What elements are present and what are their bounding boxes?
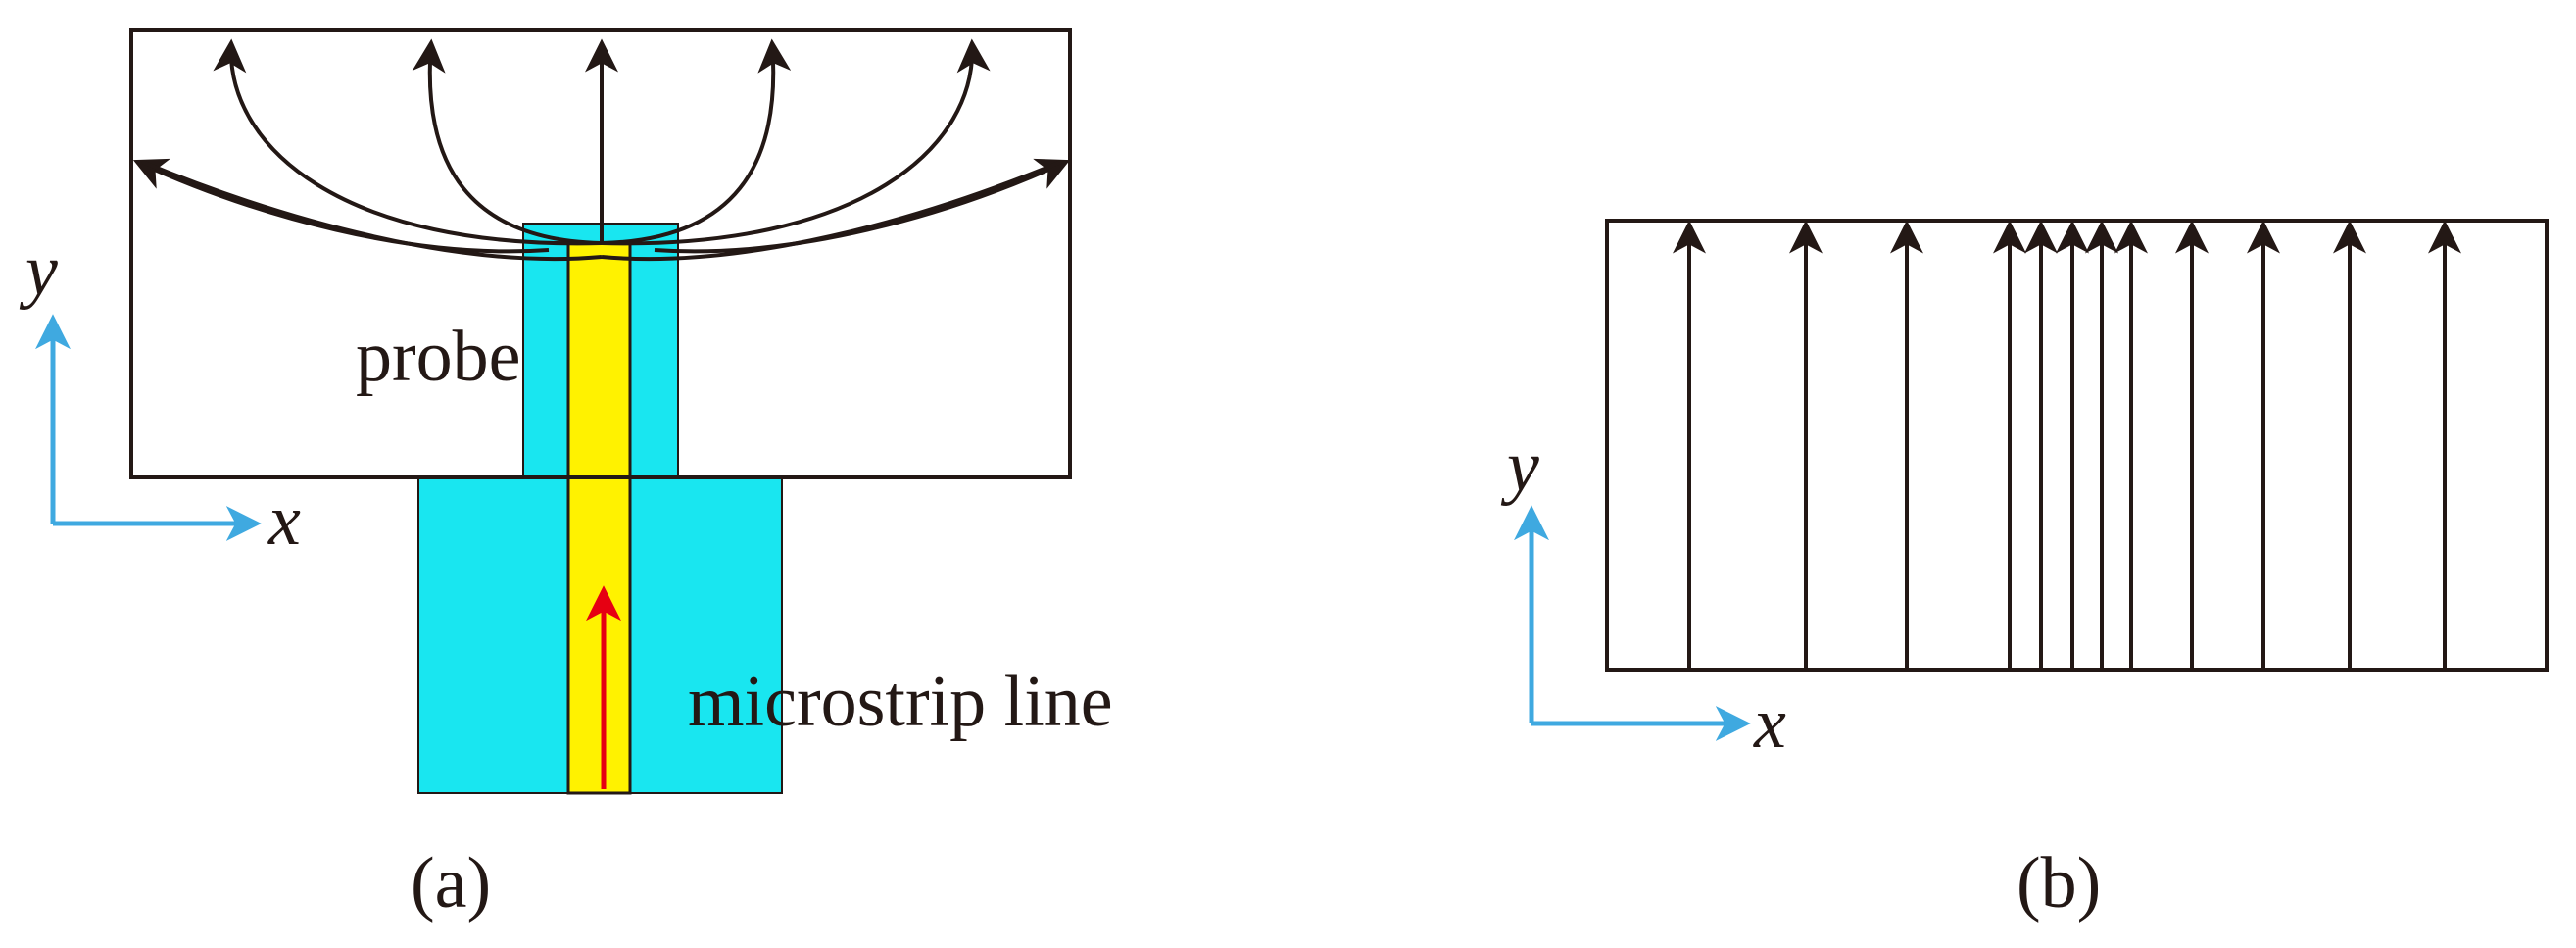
y-axis-label-b: y	[1500, 426, 1539, 507]
field-line-left-outer	[213, 38, 603, 246]
field-line-bottom-right	[601, 160, 1062, 261]
waveguide-box-a	[129, 28, 1072, 479]
panel-b: y x (b)	[1500, 219, 2549, 923]
field-lines-a	[132, 38, 1071, 261]
panel-a: probe microstrip line y x (a)	[19, 28, 1113, 923]
x-axis-label-b: x	[1753, 683, 1786, 764]
y-axis-label-a: y	[19, 230, 58, 311]
field-line-bottom-left	[141, 160, 603, 261]
x-axis-label-a: x	[267, 480, 301, 561]
probe-label: probe	[356, 317, 521, 397]
waveguide-box-b	[1605, 219, 2549, 672]
probe-conductor	[566, 241, 632, 795]
caption-b: (b)	[2017, 843, 2101, 923]
field-lines-b	[1673, 220, 2461, 670]
caption-a: (a)	[411, 843, 491, 923]
field-line-right-outer	[601, 38, 991, 246]
field-line-right-horizontal	[654, 158, 1071, 254]
microstrip-line-label: microstrip line	[688, 662, 1113, 742]
field-line-left-inner	[412, 38, 603, 245]
field-line-right-inner	[601, 38, 792, 245]
field-line-left-horizontal	[132, 158, 550, 254]
